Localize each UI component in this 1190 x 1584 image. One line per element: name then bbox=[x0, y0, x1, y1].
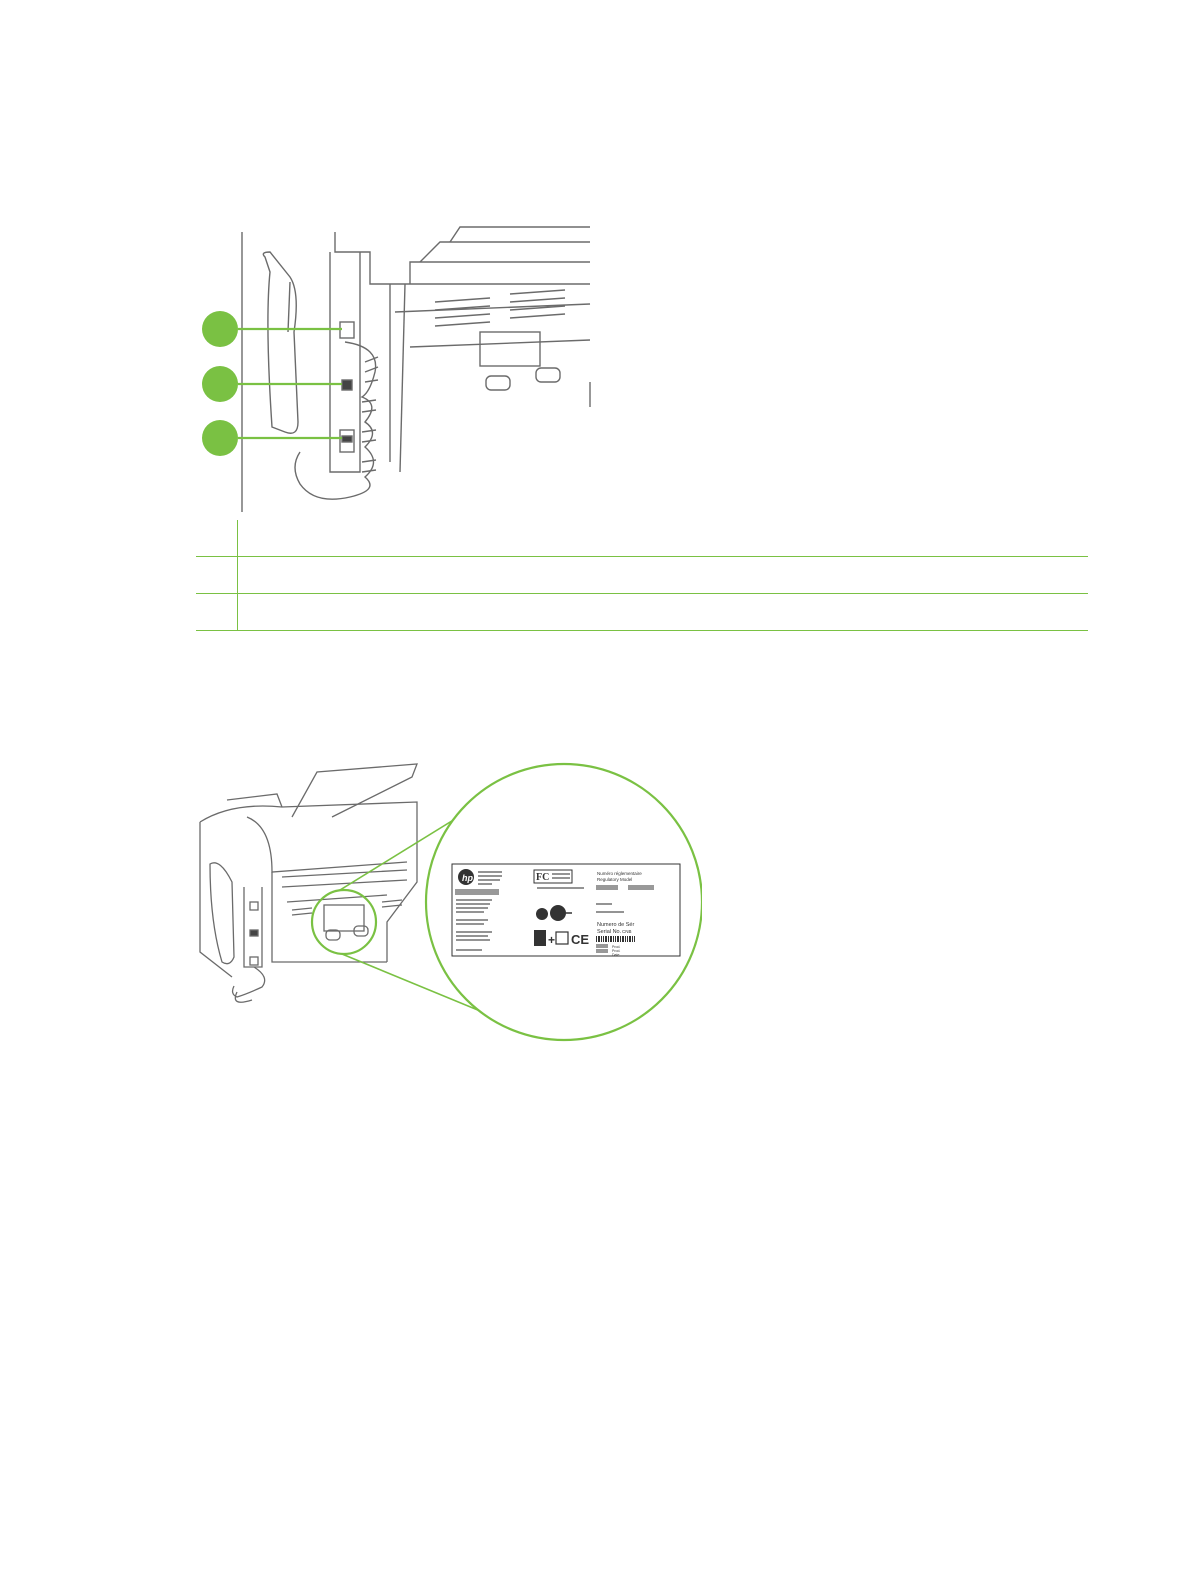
callout-markers bbox=[202, 311, 342, 456]
prod-label-3: Date bbox=[612, 953, 619, 957]
regulatory-model: Regulatory Model bbox=[597, 877, 632, 882]
serial-label-illustration: hp FC + CE Numéro réglementaire Regulato… bbox=[199, 762, 702, 1042]
regulatory-heading: Numéro réglementaire bbox=[597, 871, 642, 876]
serial-label-fr: Numero de Sér bbox=[597, 922, 634, 928]
svg-text:CE: CE bbox=[571, 932, 589, 947]
serial-prefix: CNB bbox=[622, 929, 632, 934]
serial-label-en: Serial No. bbox=[597, 929, 622, 935]
callout-marker-1 bbox=[202, 311, 238, 347]
callout-table bbox=[196, 520, 1088, 631]
callout-row-2 bbox=[196, 557, 1088, 594]
hp-logo-text: hp bbox=[462, 873, 473, 883]
callout-number bbox=[196, 520, 238, 556]
prod-label-2: Prod. bbox=[612, 949, 620, 953]
svg-text:+: + bbox=[548, 933, 555, 947]
magnifier-highlight bbox=[310, 888, 378, 956]
rear-ports-illustration bbox=[202, 226, 591, 512]
callout-marker-3 bbox=[202, 420, 238, 456]
callout-row-1 bbox=[196, 520, 1088, 557]
callout-row-3 bbox=[196, 594, 1088, 631]
callout-marker-2 bbox=[202, 366, 238, 402]
regulatory-label: hp FC + CE Numéro réglementaire Regulato… bbox=[451, 863, 681, 957]
hp-logo bbox=[458, 869, 474, 885]
prod-label-1: Prod. bbox=[612, 945, 620, 949]
svg-text:FC: FC bbox=[536, 872, 549, 883]
callout-number bbox=[196, 594, 238, 630]
barcode bbox=[596, 936, 635, 942]
callout-number bbox=[196, 557, 238, 593]
